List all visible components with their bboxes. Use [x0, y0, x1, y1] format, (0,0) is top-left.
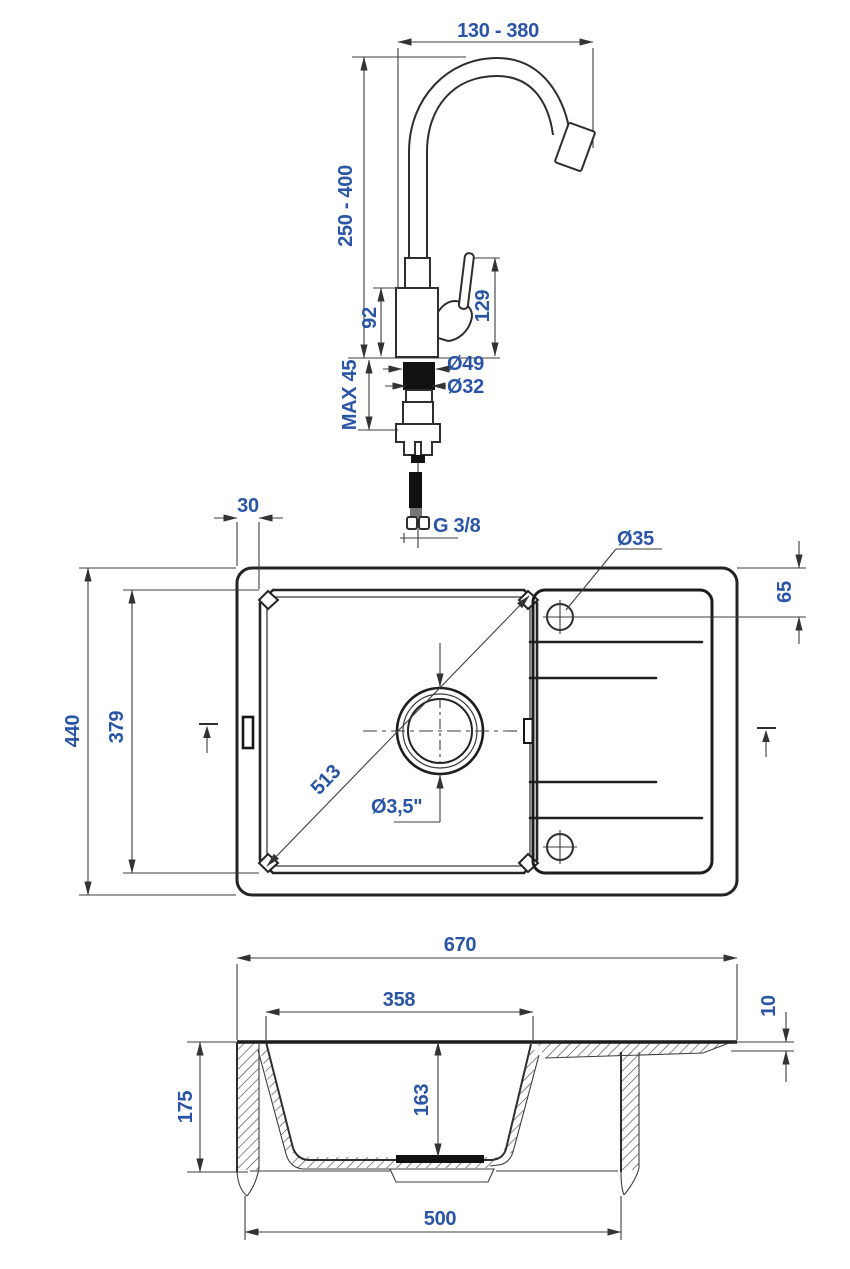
left-foot [236, 1167, 260, 1197]
faucet-collar [404, 257, 431, 289]
tap-hole-bottom [543, 830, 577, 864]
dim-connection: G 3/8 [433, 515, 481, 537]
dim-overall-height: 175 [175, 1091, 197, 1124]
sink-top-view: Ø35 65 30 440 379 Ø3 [62, 495, 806, 897]
overflow-slot-left [241, 715, 255, 750]
dim-tap-hole-offset: 65 [774, 581, 796, 603]
dim-drain-dia: Ø3,5" [371, 796, 422, 818]
left-wall-hatch [237, 1042, 259, 1170]
faucet-nut-upper [402, 401, 434, 425]
faucet-hose [409, 472, 422, 508]
dim-tap-hole-dia: Ø35 [617, 528, 654, 550]
drain-strip [396, 1155, 484, 1163]
right-wall-hatch [621, 1052, 639, 1170]
dim-board-thickness: 10 [758, 995, 780, 1017]
faucet-aerator [554, 122, 596, 172]
faucet-castellated-nut [395, 423, 441, 456]
dim-bowl-length: 379 [106, 711, 128, 744]
dim-body-height: 92 [359, 307, 381, 329]
dim-overall-depth: 440 [62, 715, 84, 748]
clip-mark-right [757, 727, 776, 757]
dim-bowl-offset: 30 [237, 495, 259, 517]
clip-mark-left [199, 723, 218, 753]
faucet-lever-joint [437, 300, 473, 343]
faucet-nut-tab [411, 455, 425, 463]
bowl-section-outer [257, 1049, 392, 1170]
faucet-side-view: 130 - 380 250 - 400 92 129 [335, 20, 596, 548]
faucet-shank [405, 389, 433, 403]
dim-lever-height: 129 [472, 290, 494, 323]
dim-bowl-depth: 163 [411, 1084, 433, 1117]
dim-bowl-width: 358 [383, 989, 416, 1011]
dim-spout-reach: 130 - 380 [457, 20, 539, 42]
dim-max-thickness: MAX 45 [339, 360, 361, 431]
drainboard-grooves [528, 640, 704, 820]
bowl-right-wall-hatch [504, 1048, 539, 1154]
bowl-left-wall-hatch [260, 1048, 295, 1156]
dim-height-range: 250 - 400 [335, 165, 357, 247]
dim-flange-dia: Ø49 [447, 353, 484, 375]
tap-hole-top [543, 600, 577, 634]
bowl-section-inner [265, 1041, 532, 1161]
faucet-spout-arc [408, 56, 596, 260]
sink-section-view: 670 358 163 175 [175, 934, 794, 1240]
drainboard-outline [531, 588, 714, 875]
dim-base-length: 500 [424, 1208, 457, 1230]
faucet-body [395, 287, 439, 358]
faucet-hose-sleeve [410, 508, 422, 517]
dim-shank-dia: Ø32 [447, 376, 484, 398]
dim-overall-length: 670 [444, 934, 477, 956]
faucet-lever [457, 252, 475, 310]
faucet-gasket [403, 362, 435, 390]
faucet-hose-nut-left [406, 516, 418, 530]
drain-boss [389, 1168, 495, 1183]
drainboard-hatch [537, 1043, 729, 1058]
right-foot [620, 1167, 640, 1196]
faucet-hose-nut-right [418, 516, 430, 530]
